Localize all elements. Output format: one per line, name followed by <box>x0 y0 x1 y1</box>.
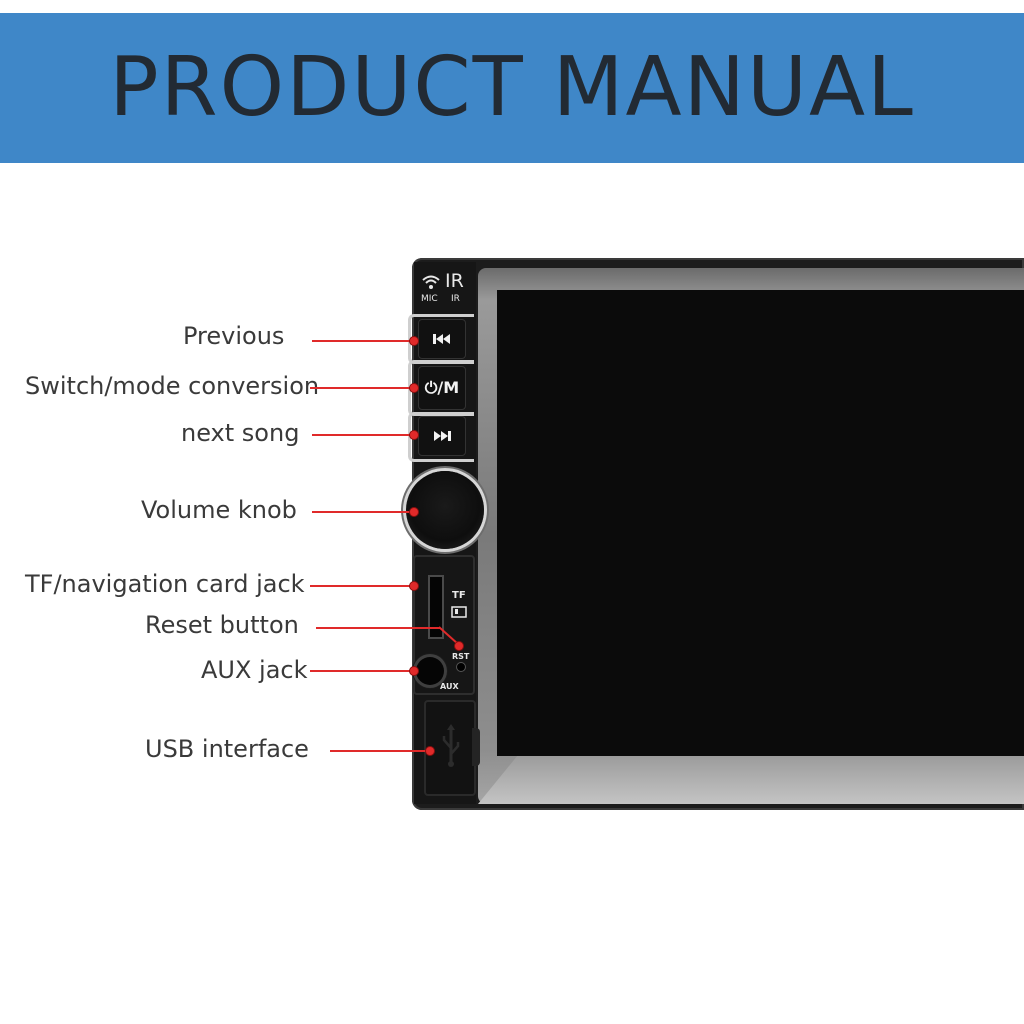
callout-volume-knob: Volume knob <box>141 496 297 524</box>
usb-cover-tab <box>472 728 480 766</box>
tf-card-slot[interactable] <box>428 575 444 639</box>
dot-switch-mode <box>409 383 419 393</box>
dot-volume-knob <box>409 507 419 517</box>
next-track-icon <box>434 431 451 441</box>
sd-card-icon <box>451 606 467 618</box>
reset-button[interactable] <box>456 662 466 672</box>
callout-previous: Previous <box>183 322 285 350</box>
leader-switch-mode <box>310 387 414 389</box>
leader-volume-knob <box>312 511 414 513</box>
dot-next-song <box>409 430 419 440</box>
callout-usb: USB interface <box>145 735 309 763</box>
callout-next-song: next song <box>181 419 300 447</box>
page-title: PRODUCT MANUAL <box>109 40 915 135</box>
dot-usb <box>425 746 435 756</box>
tf-label: TF <box>452 590 466 601</box>
dot-aux-jack <box>409 666 419 676</box>
leader-next-song <box>312 434 414 436</box>
previous-button[interactable] <box>418 319 466 359</box>
header-banner: PRODUCT MANUAL <box>0 13 1024 163</box>
ir-label: IR <box>451 294 460 304</box>
dot-tf-card <box>409 581 419 591</box>
callout-reset-button: Reset button <box>145 611 299 639</box>
indicator-area: IR MIC IR <box>419 270 473 308</box>
usb-icon <box>442 724 460 767</box>
callout-aux-jack: AUX jack <box>201 656 308 684</box>
dot-reset-button <box>454 641 464 651</box>
ir-indicator-icon: IR <box>445 270 464 292</box>
aux-jack[interactable] <box>416 657 444 685</box>
leader-previous <box>312 340 414 342</box>
leader-reset-button <box>316 627 440 629</box>
volume-knob[interactable] <box>406 471 484 549</box>
mode-button-label: ⏻/M <box>424 378 460 397</box>
touch-screen <box>497 290 1024 756</box>
callout-switch-mode: Switch/mode conversion <box>25 372 320 400</box>
mic-icon <box>422 275 440 289</box>
callout-tf-card: TF/navigation card jack <box>25 570 305 598</box>
bezel-bottom-trim <box>478 755 1024 804</box>
next-button[interactable] <box>418 416 466 456</box>
mic-label: MIC <box>421 294 438 304</box>
aux-label: AUX <box>440 682 459 691</box>
previous-track-icon <box>433 334 450 344</box>
leader-aux-jack <box>310 670 414 672</box>
mode-button[interactable]: ⏻/M <box>418 366 466 410</box>
leader-usb <box>330 750 430 752</box>
leader-tf-card <box>310 585 414 587</box>
card-panel <box>413 555 475 695</box>
rst-label: RST <box>452 652 470 661</box>
dot-previous <box>409 336 419 346</box>
